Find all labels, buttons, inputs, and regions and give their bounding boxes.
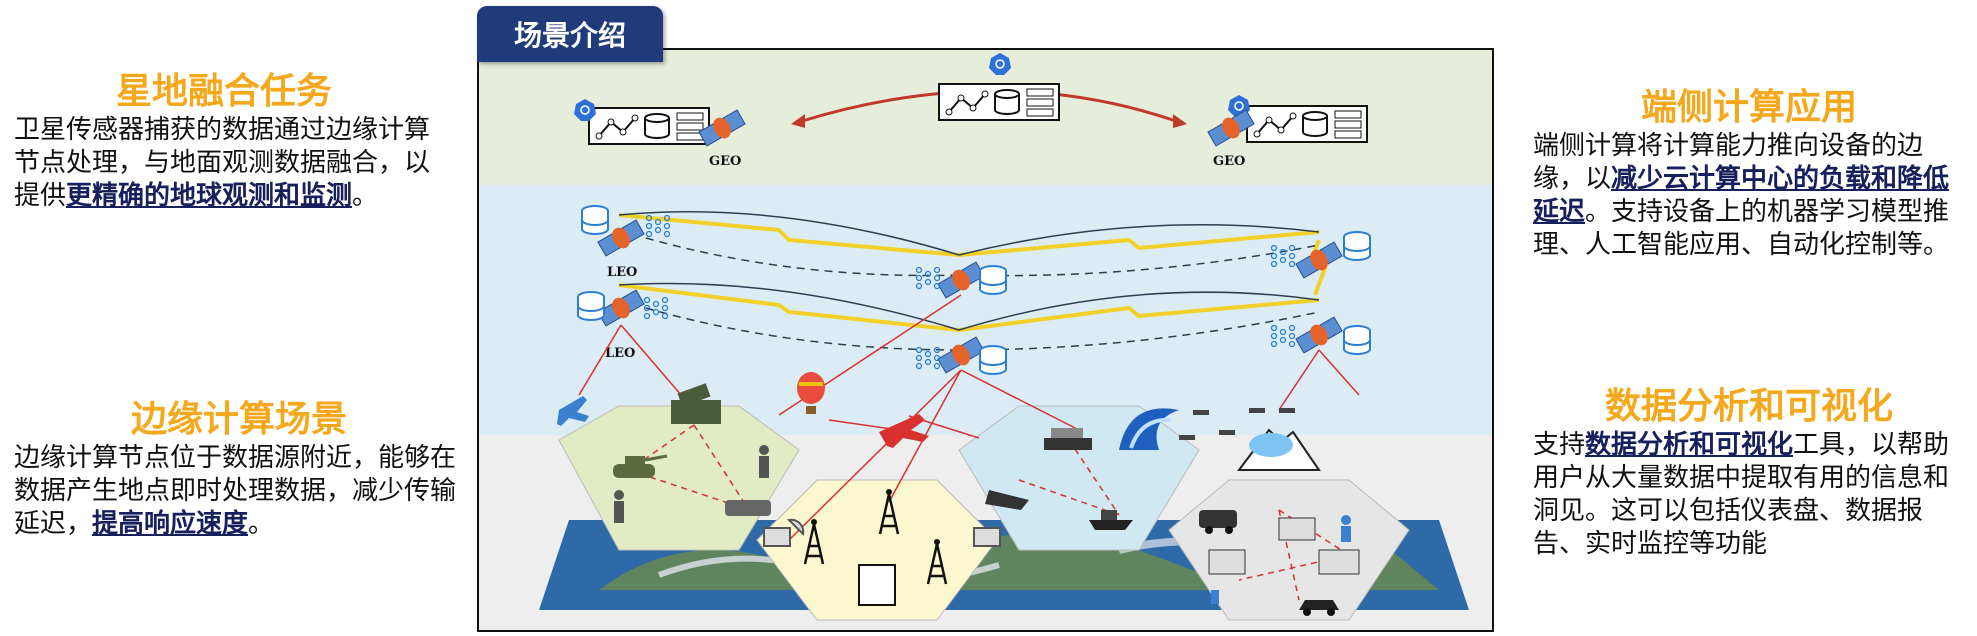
cruise-ship-icon bbox=[1044, 428, 1092, 450]
text-bold: 数据分析和可视化 bbox=[1585, 430, 1794, 460]
geo-right-label: GEO bbox=[1213, 154, 1245, 169]
geo-center-server-icon bbox=[938, 83, 1060, 121]
drone-icon bbox=[1179, 408, 1295, 440]
database-icon bbox=[577, 291, 605, 321]
leo-lower-label: LEO bbox=[605, 346, 635, 361]
database-icon bbox=[581, 205, 609, 235]
panel-title: 数据分析和可视化 bbox=[1604, 386, 1893, 427]
geo-left-label: GEO bbox=[709, 154, 741, 169]
panel-text: 边缘计算节点位于数据源附近，能够在数据产生地点即时处理数据，减少传输延迟，提高响… bbox=[14, 442, 464, 541]
hot-air-balloon-icon bbox=[797, 372, 825, 414]
text-end: 。 bbox=[248, 509, 275, 539]
radar-vehicle-icon bbox=[671, 400, 721, 424]
truck-icon bbox=[1208, 517, 1360, 575]
geo-left-server-icon bbox=[588, 107, 710, 145]
database-icon bbox=[1343, 231, 1371, 261]
text-start: 支持 bbox=[1533, 430, 1586, 460]
panel-title: 星地融合任务 bbox=[115, 71, 332, 112]
text-bold: 提高响应速度 bbox=[92, 509, 249, 539]
mountain-cloud-icon bbox=[1237, 428, 1321, 471]
satellite-dish-icon bbox=[763, 518, 1001, 547]
scene-title-tab: 场景介绍 bbox=[477, 6, 663, 62]
panel-device-computing: 端侧计算应用 端侧计算将计算能力推向设备的边缘，以减少云计算中心的负载和降低延迟… bbox=[1533, 86, 1965, 262]
text-plain: 卫星传感器捕获的数据通过边缘计算节点处理，与地面观测数据融合，以提供 bbox=[14, 115, 431, 211]
car-icon bbox=[1299, 600, 1339, 616]
text-plain: 边缘计算节点位于数据源附近，能够在数据产生地点即时处理数据，减少传输延迟， bbox=[14, 443, 457, 539]
text-end: 。支持设备上的机器学习模型推理、人工智能应用、自动化控制等。 bbox=[1533, 197, 1950, 260]
panel-satellite-ground-fusion: 星地融合任务 卫星传感器捕获的数据通过边缘计算节点处理，与地面观测数据融合，以提… bbox=[14, 70, 434, 213]
text-end: 。 bbox=[352, 181, 379, 211]
armored-vehicle-icon bbox=[725, 500, 771, 516]
airplane-icon bbox=[557, 396, 589, 426]
text-end: 工具，以帮助用户从大量数据中提取有用的信息和洞见。这可以包括仪表盘、数据报告、实… bbox=[1533, 430, 1950, 559]
leo-links bbox=[618, 211, 1328, 351]
patrol-boat-icon bbox=[1089, 510, 1133, 530]
panel-text: 端侧计算将计算能力推向设备的边缘，以减少云计算中心的负载和降低延迟。支持设备上的… bbox=[1533, 130, 1965, 262]
building-icon bbox=[858, 564, 896, 606]
panel-text: 支持数据分析和可视化工具，以帮助用户从大量数据中提取有用的信息和洞见。这可以包括… bbox=[1533, 429, 1965, 561]
geo-right-server-icon bbox=[1246, 105, 1368, 143]
panel-text: 卫星传感器捕获的数据通过边缘计算节点处理，与地面观测数据融合，以提供更精确的地球… bbox=[14, 114, 434, 213]
database-icon bbox=[1343, 325, 1371, 355]
text-bold: 减少云计算中心的负载和降低延迟 bbox=[1533, 164, 1950, 227]
text-bold: 更精确的地球观测和监测 bbox=[66, 181, 353, 211]
person-phone-icon bbox=[1211, 515, 1351, 604]
panel-title: 端侧计算应用 bbox=[1640, 87, 1857, 128]
cargo-ship-icon bbox=[985, 490, 1029, 510]
wave-icon bbox=[1119, 408, 1179, 450]
panel-edge-computing: 边缘计算场景 边缘计算节点位于数据源附近，能够在数据产生地点即时处理数据，减少传… bbox=[14, 398, 464, 541]
leo-upper-label: LEO bbox=[607, 265, 637, 280]
panel-title: 边缘计算场景 bbox=[130, 399, 347, 440]
panel-data-visualization: 数据分析和可视化 支持数据分析和可视化工具，以帮助用户从大量数据中提取有用的信息… bbox=[1533, 385, 1965, 561]
jet-icon bbox=[879, 414, 929, 448]
database-icon bbox=[979, 345, 1007, 375]
database-icon bbox=[979, 265, 1007, 295]
text-plain: 端侧计算将计算能力推向设备的边缘，以 bbox=[1533, 131, 1924, 194]
tank-icon bbox=[613, 464, 655, 478]
van-icon bbox=[1199, 510, 1237, 534]
scene-diagram: GEO GEO LEO LEO bbox=[477, 48, 1494, 632]
soldier-icon bbox=[614, 445, 769, 523]
